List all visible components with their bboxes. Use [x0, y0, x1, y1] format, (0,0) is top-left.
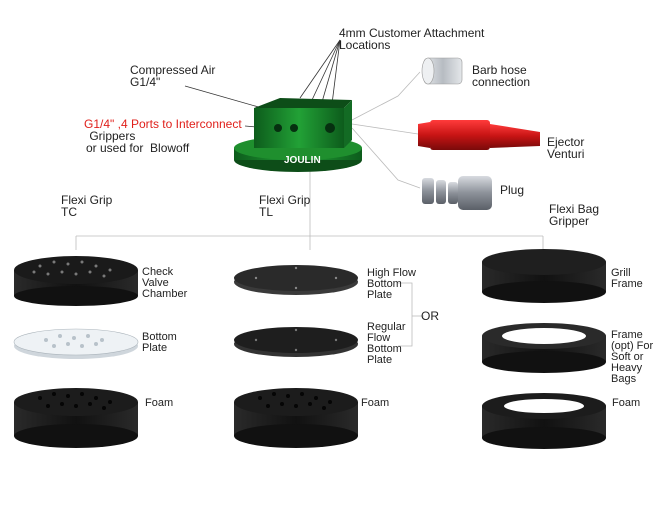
bottom-plate-part [13, 328, 139, 359]
label-or: OR [421, 309, 439, 323]
foam-middle-part [234, 388, 358, 448]
label-compressed-air: Compressed Air G1/4" [130, 63, 216, 89]
foam-left-part [14, 388, 138, 448]
barb-fitting-icon [421, 57, 463, 85]
label-foam-middle: Foam [361, 397, 390, 409]
regular-flow-plate-part [234, 327, 358, 357]
label-foam-right: Foam [612, 397, 641, 409]
check-valve-chamber-part [14, 256, 138, 306]
high-flow-plate-part [234, 265, 358, 295]
label-flexi-bag-gripper: Flexi Bag Gripper [549, 202, 600, 228]
label-attachment-locations: 4mm Customer Attachment Locations [339, 26, 485, 52]
label-grill-frame: Grill Frame [611, 267, 643, 290]
label-check-valve-chamber: Check Valve Chamber [142, 266, 188, 300]
foam-right-part [482, 393, 606, 449]
label-plug: Plug [500, 183, 525, 197]
label-barb-hose: Barb hose connection [472, 63, 531, 89]
ejector-venturi-icon [418, 120, 540, 150]
plug-icon [422, 176, 492, 210]
label-regular-flow-plate: Regular Flow Bottom Plate [367, 321, 406, 366]
label-frame-optional: Frame (opt) For Soft or Heavy Bags [611, 329, 654, 385]
label-flexi-grip-tc: Flexi Grip TC [61, 193, 113, 219]
label-flexi-grip-tl: Flexi Grip TL [259, 193, 311, 219]
label-ports: G1/4" ,4 Ports to Interconnect [84, 117, 242, 131]
label-high-flow-plate: High Flow Bottom Plate [367, 267, 416, 301]
manifold-block [234, 98, 362, 172]
grill-frame-part [482, 249, 606, 303]
label-ejector-venturi: Ejector Venturi [547, 135, 585, 161]
label-bottom-plate: Bottom Plate [142, 331, 177, 354]
connector-lines [75, 71, 544, 347]
frame-ring-part [482, 323, 606, 373]
label-grippers-blowoff: Grippers or used for Blowoff [86, 129, 190, 155]
label-foam-left: Foam [145, 397, 174, 409]
brand-mark: JOULIN [284, 155, 321, 166]
